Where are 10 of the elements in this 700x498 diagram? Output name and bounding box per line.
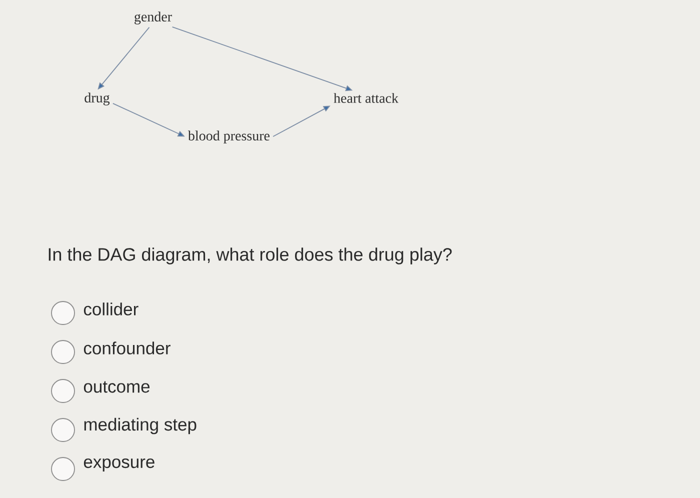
option-label: collider <box>84 302 138 316</box>
option-label: confounder <box>84 342 170 354</box>
node-label: heart attack <box>334 93 398 103</box>
node-label: gender <box>134 12 172 24</box>
node-label: blood pressure <box>188 130 270 144</box>
option-label: outcome <box>84 381 150 393</box>
option-label: exposure <box>84 458 154 472</box>
node-label: drug <box>84 92 110 106</box>
question-text: In the DAG diagram, what role does the drug play? <box>48 248 452 264</box>
option-label: mediating step <box>84 418 196 434</box>
